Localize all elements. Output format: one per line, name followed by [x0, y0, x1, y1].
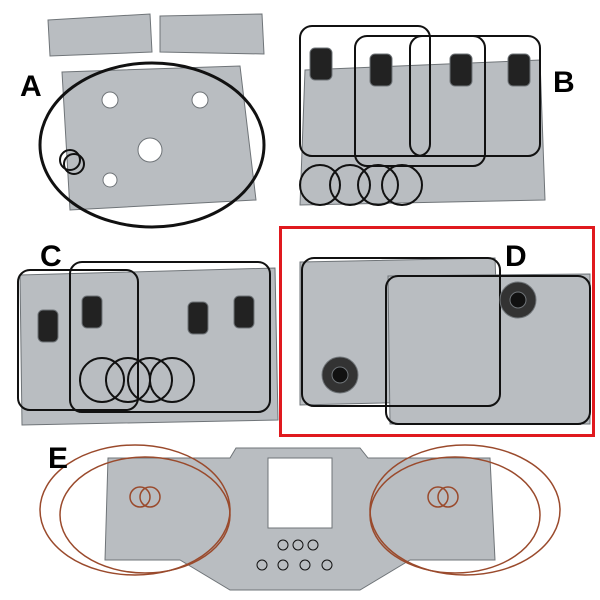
- label-b: B: [553, 66, 575, 99]
- label-a: A: [20, 70, 42, 103]
- label-e: E: [48, 442, 69, 475]
- label-d: D: [505, 240, 527, 273]
- kit-b: [299, 25, 546, 206]
- kit-c: [17, 261, 279, 426]
- kit-e: [39, 444, 561, 591]
- kit-a: [38, 13, 266, 229]
- label-c: C: [40, 240, 62, 273]
- kit-d: [299, 257, 591, 425]
- selected-kit-highlight: [279, 226, 595, 437]
